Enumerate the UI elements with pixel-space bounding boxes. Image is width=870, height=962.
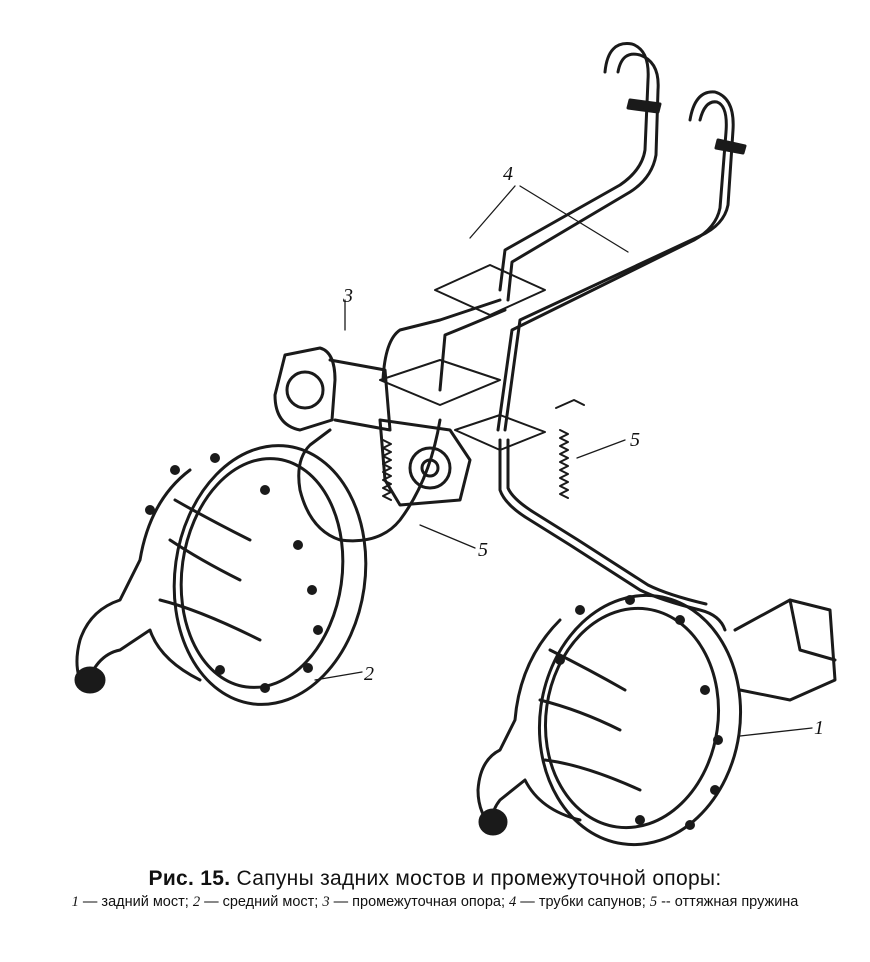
caption-title-text: Сапуны задних мостов и промежуточной опо… xyxy=(236,867,722,890)
legend-text: — трубки сапунов; xyxy=(516,894,650,910)
tension-springs xyxy=(382,399,585,501)
caption-label: Рис. 15. xyxy=(148,867,231,890)
legend-num: 1 xyxy=(71,894,79,910)
technical-illustration: 4 3 5 5 2 1 xyxy=(74,42,837,847)
callout-5-rear: 5 xyxy=(630,429,640,451)
callout-4: 4 xyxy=(503,163,513,185)
mounting-brackets xyxy=(379,264,546,451)
legend-text: — промежуточная опора; xyxy=(329,894,510,910)
callout-2: 2 xyxy=(364,663,374,685)
legend-num: 2 xyxy=(192,894,201,910)
legend-num: 3 xyxy=(322,894,330,910)
caption-title: Рис. 15. Сапуны задних мостов и промежут… xyxy=(30,866,840,892)
callout-1: 1 xyxy=(814,717,824,739)
legend-text: — задний мост; xyxy=(78,894,193,910)
legend-num: 4 xyxy=(509,894,517,910)
middle-axle xyxy=(74,444,368,706)
legend-text: — средний мост; xyxy=(200,894,323,910)
callout-5-middle: 5 xyxy=(478,539,488,561)
callout-3: 3 xyxy=(342,285,353,307)
leader-lines xyxy=(314,185,813,737)
caption-legend: 1 — задний мост; 2 — средний мост; 3 — п… xyxy=(30,894,840,911)
legend-num: 5 xyxy=(649,894,658,910)
rear-axle xyxy=(476,593,837,847)
intermediate-support xyxy=(273,346,472,507)
figure-caption: Рис. 15. Сапуны задних мостов и промежут… xyxy=(30,866,840,911)
legend-text: -- оттяжная пружина xyxy=(657,894,799,910)
